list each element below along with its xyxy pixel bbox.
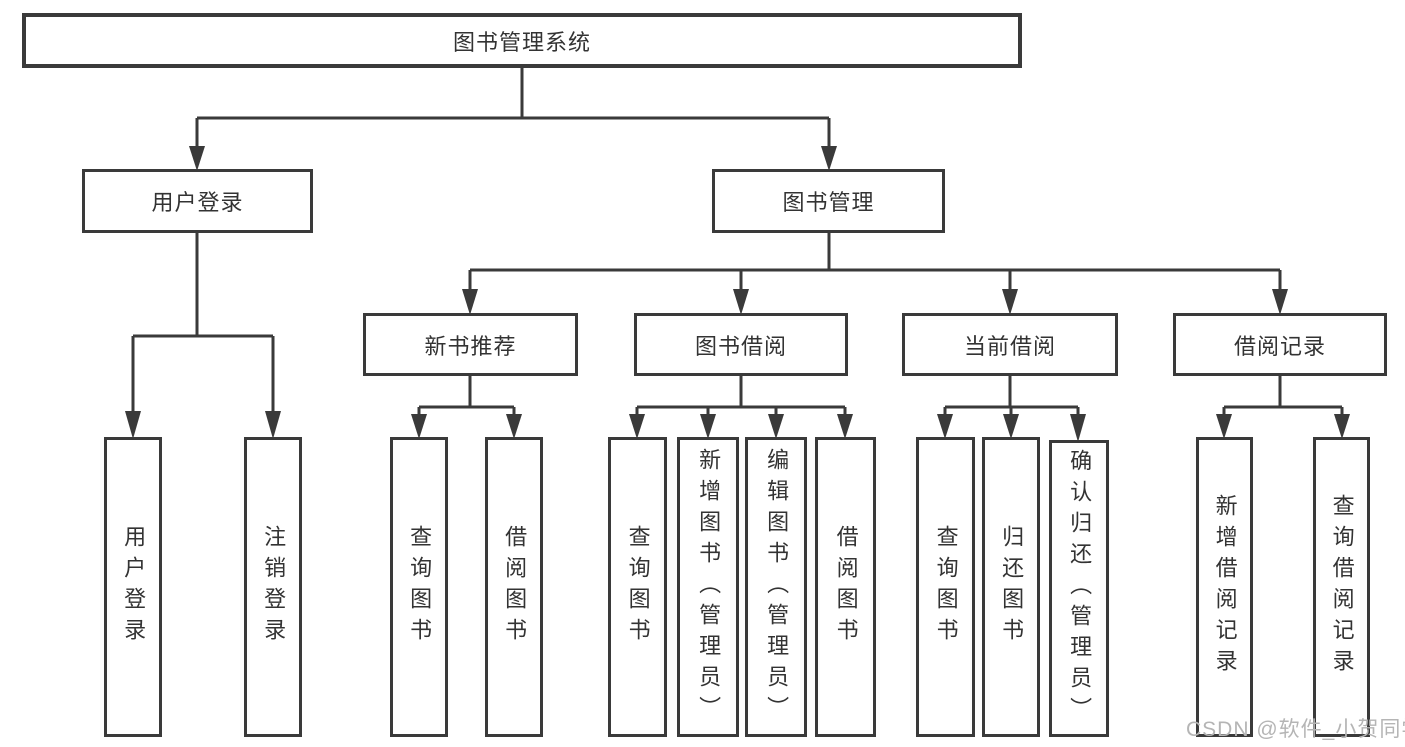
node-edit-book-admin: 编辑图书（管理员）: [745, 437, 807, 737]
node-book-management: 图书管理: [712, 169, 945, 233]
node-borrow-book-recommend-label: 借阅图书: [502, 525, 528, 649]
node-return-book-label: 归还图书: [999, 525, 1025, 649]
node-library-management-system: 图书管理系统: [22, 13, 1022, 68]
node-logout-label: 注销登录: [261, 525, 287, 649]
node-edit-book-admin-label: 编辑图书（管理员）: [764, 447, 790, 727]
node-query-book-recommend-label: 查询图书: [407, 525, 433, 649]
node-add-borrow-record-label: 新增借阅记录: [1212, 494, 1238, 680]
node-return-book: 归还图书: [982, 437, 1040, 737]
node-query-borrow-record: 查询借阅记录: [1313, 437, 1370, 737]
node-query-book-recommend: 查询图书: [390, 437, 448, 737]
node-add-borrow-record: 新增借阅记录: [1196, 437, 1253, 737]
node-add-book-admin-label: 新增图书（管理员）: [696, 447, 722, 727]
csdn-watermark: CSDN @软件_小贺同学: [1186, 718, 1405, 741]
node-query-book-borrowing-label: 查询图书: [625, 525, 651, 649]
node-query-borrow-record-label: 查询借阅记录: [1329, 494, 1355, 680]
node-borrow-book-recommend: 借阅图书: [485, 437, 543, 737]
node-borrowing-records: 借阅记录: [1173, 313, 1387, 376]
node-query-book-borrowing: 查询图书: [608, 437, 667, 737]
arrowhead-icons: [125, 146, 1350, 442]
node-borrow-book-borrowing: 借阅图书: [815, 437, 876, 737]
node-user-login: 用户登录: [104, 437, 162, 737]
node-query-book-current-label: 查询图书: [933, 525, 959, 649]
node-logout: 注销登录: [244, 437, 302, 737]
node-query-book-current: 查询图书: [916, 437, 975, 737]
node-new-book-recommend: 新书推荐: [363, 313, 578, 376]
node-book-borrowing: 图书借阅: [634, 313, 848, 376]
node-confirm-return-admin-label: 确认归还（管理员）: [1067, 449, 1093, 728]
node-borrow-book-borrowing-label: 借阅图书: [833, 525, 859, 649]
node-user-login-label: 用户登录: [121, 525, 147, 649]
node-add-book-admin: 新增图书（管理员）: [677, 437, 739, 737]
node-user-login-group: 用户登录: [82, 169, 313, 233]
node-confirm-return-admin: 确认归还（管理员）: [1049, 440, 1109, 737]
node-current-borrowing: 当前借阅: [902, 313, 1118, 376]
